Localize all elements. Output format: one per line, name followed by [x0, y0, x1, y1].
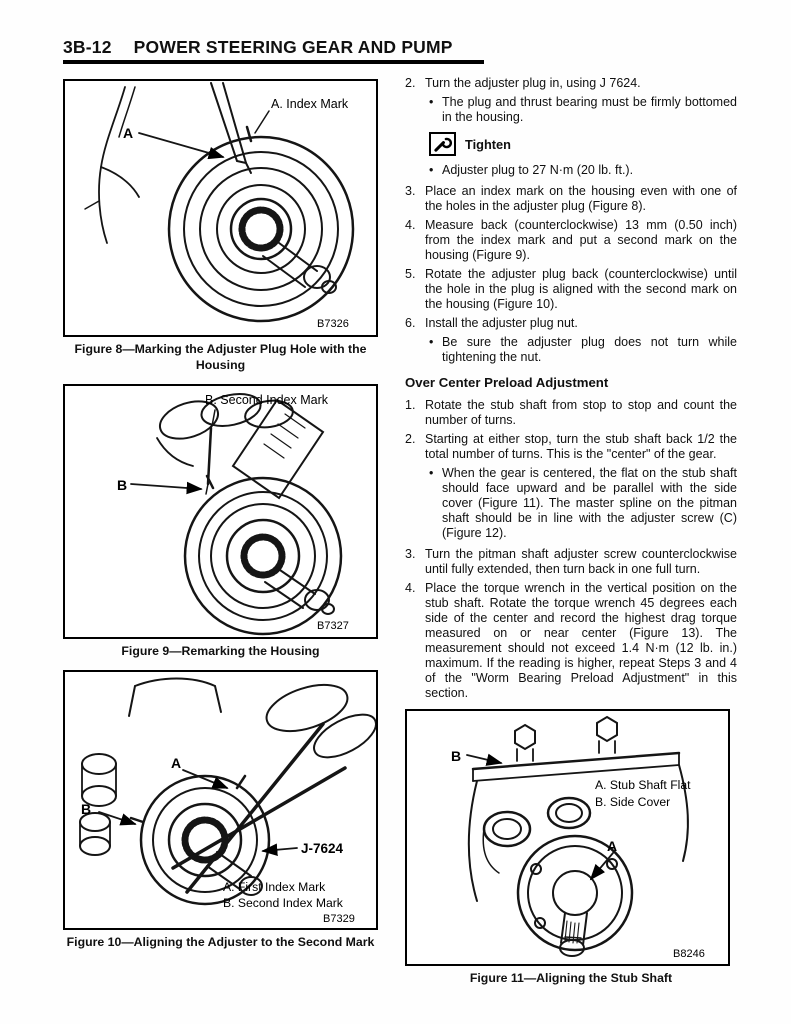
step-4: 4. Measure back (counterclockwise) 13 mm… [405, 218, 737, 263]
tighten-wrench-icon [429, 132, 456, 156]
figure-9-caption: Figure 9—Remarking the Housing [121, 643, 320, 658]
step-3: 3. Place an index mark on the housing ev… [405, 184, 737, 214]
figure-10-drawing: A B J-7624 A. First Index Mark B. Second… [79, 677, 376, 925]
page-title: POWER STEERING GEAR AND PUMP [133, 37, 453, 57]
step-text: Turn the adjuster plug in, using J 7624. [425, 76, 641, 90]
step-text: Rotate the adjuster plug back (countercl… [425, 267, 737, 311]
figure-11-letter-b: B [451, 748, 461, 764]
step-text: Turn the pitman shaft adjuster screw cou… [425, 547, 737, 576]
tighten-callout: Tighten [429, 132, 737, 156]
bullet-text: Adjuster plug to 27 N·m (20 lb. ft.). [442, 163, 634, 177]
step-number: 2. [405, 432, 416, 446]
step-number: 1. [405, 398, 416, 412]
figure-11: B A. Stub Shaft Flat B. Side Cover A B82… [405, 709, 737, 987]
bullet-text: Be sure the adjuster plug does not turn … [442, 335, 737, 364]
step-5: 5. Rotate the adjuster plug back (counte… [405, 267, 737, 312]
oc-step-4: 4. Place the torque wrench in the vertic… [405, 581, 737, 701]
figure-10-box: A B J-7624 A. First Index Mark B. Second… [63, 669, 378, 930]
step-text: Measure back (counterclockwise) 13 mm (0… [425, 218, 737, 262]
step-number: 2. [405, 76, 416, 90]
figure-8-drawing: A A. Index Mark B7326 [84, 82, 355, 330]
oc-step-3: 3. Turn the pitman shaft adjuster screw … [405, 547, 737, 577]
step-number: 5. [405, 267, 416, 281]
figure-11-box: B A. Stub Shaft Flat B. Side Cover A B82… [405, 709, 730, 966]
figure-10-legend-a: A. First Index Mark [223, 880, 326, 894]
step-number: 4. [405, 581, 416, 595]
figure-9-drawing: B B. Second Index Mark B7327 [117, 393, 349, 636]
page-number: 3B-12 [63, 37, 112, 57]
bullet-text: The plug and thrust bearing must be firm… [442, 95, 737, 124]
step-number: 4. [405, 218, 416, 232]
figure-11-caption: Figure 11—Aligning the Stub Shaft [469, 971, 673, 985]
bullet-marker: • [429, 95, 434, 109]
bullet-marker: • [429, 163, 434, 177]
figure-8-box: A A. Index Mark B7326 [63, 79, 378, 337]
adjuster-tool-art [79, 677, 376, 906]
figure-8-letter-a: A [123, 125, 133, 141]
figure-9-code: B7327 [317, 620, 349, 632]
tighten-label: Tighten [465, 136, 511, 152]
bullet-marker: • [429, 335, 434, 349]
bullet-plug-bottomed: • The plug and thrust bearing must be fi… [429, 95, 737, 125]
step-text: Rotate the stub shaft from stop to stop … [425, 398, 737, 427]
section-heading-over-center: Over Center Preload Adjustment [405, 375, 609, 390]
figure-9: B B. Second Index Mark B7327 Figure 9—Re… [63, 383, 378, 660]
step-2: 2. Turn the adjuster plug in, using J 76… [405, 76, 737, 91]
figure-10-code: B7329 [323, 913, 355, 925]
figure-10-tool-label: J-7624 [301, 841, 344, 856]
bullet-torque-spec: • Adjuster plug to 27 N·m (20 lb. ft.). [429, 163, 737, 178]
step-6: 6. Install the adjuster plug nut. [405, 316, 737, 331]
figure-11-drawing: B A. Stub Shaft Flat B. Side Cover A B82… [451, 715, 705, 960]
step-text: Starting at either stop, turn the stub s… [425, 432, 737, 461]
figure-10: A B J-7624 A. First Index Mark B. Second… [63, 669, 378, 951]
figure-8-code: B7326 [317, 318, 349, 330]
figure-9-callout-b: B. Second Index Mark [205, 393, 329, 407]
figure-9-letter-b: B [117, 477, 127, 493]
figure-9-box: B B. Second Index Mark B7327 [63, 383, 378, 639]
figure-11-legend-b: B. Side Cover [595, 795, 670, 809]
figure-8-caption: Figure 8—Marking the Adjuster Plug Hole … [74, 342, 367, 372]
figure-11-code: B8246 [673, 948, 705, 960]
oc-step-2: 2. Starting at either stop, turn the stu… [405, 432, 737, 462]
step-number: 3. [405, 184, 416, 198]
figure-11-legend-a: A. Stub Shaft Flat [595, 778, 691, 792]
figure-10-letter-a: A [171, 755, 181, 771]
left-column: A A. Index Mark B7326 Figure 8—Marking t… [63, 79, 378, 961]
right-column: 2. Turn the adjuster plug in, using J 76… [405, 76, 737, 997]
figure-10-legend-b: B. Second Index Mark [223, 896, 344, 910]
step-text: Place an index mark on the housing even … [425, 184, 737, 213]
step-number: 3. [405, 547, 416, 561]
bullet-gear-centered: • When the gear is centered, the flat on… [429, 466, 737, 541]
page-header: 3B-12 POWER STEERING GEAR AND PUMP [63, 37, 453, 58]
bullet-text: When the gear is centered, the flat on t… [442, 466, 737, 540]
step-number: 6. [405, 316, 416, 330]
stub-shaft-art [466, 715, 689, 957]
step-text: Install the adjuster plug nut. [425, 316, 578, 330]
figure-10-caption: Figure 10—Aligning the Adjuster to the S… [66, 934, 375, 949]
figure-10-letter-b: B [81, 801, 91, 817]
remark-housing-art [130, 393, 343, 636]
figure-11-letter-a: A [607, 838, 617, 854]
bullet-marker: • [429, 466, 434, 480]
oc-step-1: 1. Rotate the stub shaft from stop to st… [405, 398, 737, 428]
bullet-nut-caution: • Be sure the adjuster plug does not tur… [429, 335, 737, 365]
gear-housing-art [84, 82, 355, 323]
figure-8: A A. Index Mark B7326 Figure 8—Marking t… [63, 79, 378, 374]
figure-8-callout-a: A. Index Mark [271, 97, 349, 111]
step-text: Place the torque wrench in the vertical … [425, 581, 737, 700]
header-rule [63, 60, 484, 64]
